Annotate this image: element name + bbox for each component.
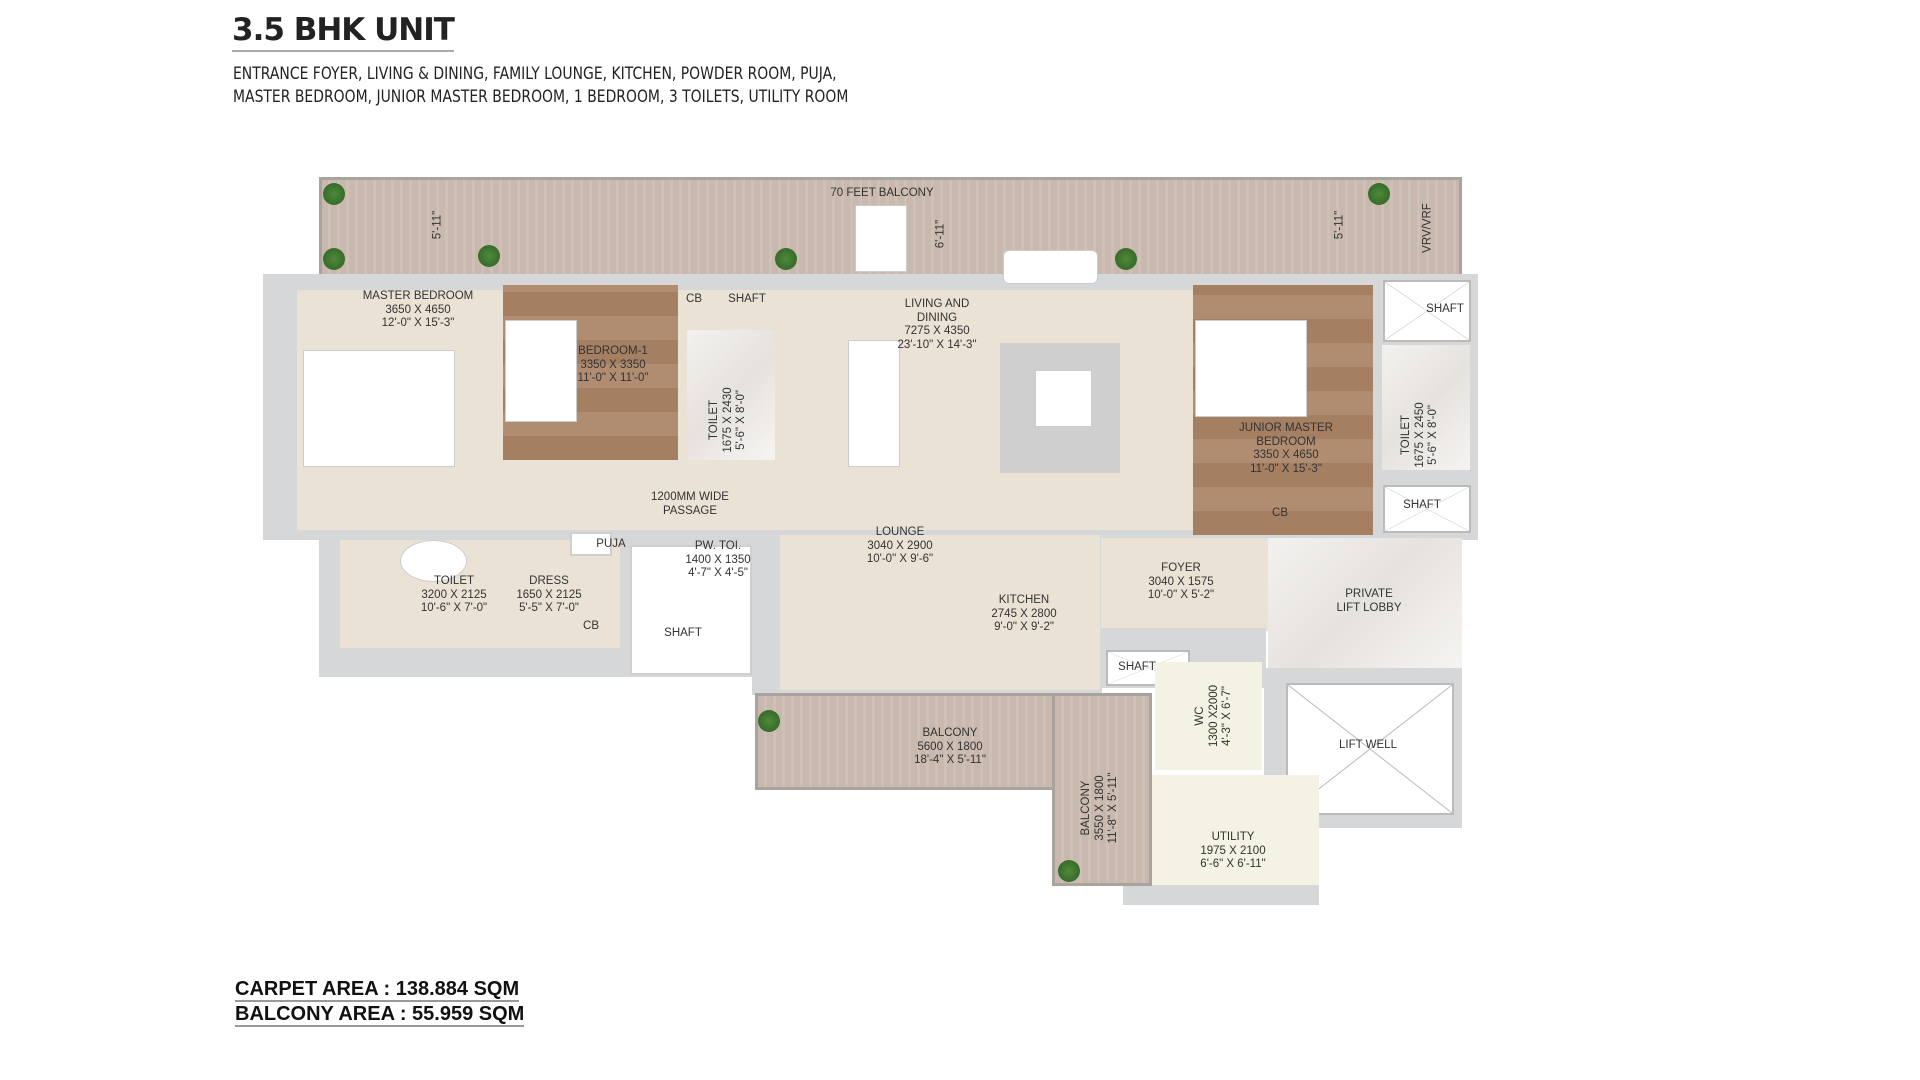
- label-shaft-2: SHAFT: [1426, 303, 1464, 315]
- puja-room: [570, 532, 612, 556]
- label-cb-1: CB: [686, 293, 702, 305]
- label-lift-well: LIFT WELL: [1339, 739, 1397, 751]
- plant-icon: [1368, 183, 1390, 205]
- lounge-floor: [780, 535, 1100, 690]
- plant-icon: [323, 248, 345, 270]
- plant-icon: [775, 248, 797, 270]
- vrv-label: VRV/VRF: [1421, 203, 1434, 253]
- balcony-vertical: [1052, 693, 1152, 886]
- balcony-lower: [755, 693, 1055, 790]
- plant-icon: [323, 183, 345, 205]
- bathtub: [400, 540, 467, 582]
- dim-mid: 6'-11": [934, 219, 947, 249]
- plant-icon: [478, 245, 500, 267]
- page-title: 3.5 BHK UNIT: [232, 12, 455, 52]
- balcony-area: BALCONY AREA : 55.959 SQM: [235, 1003, 525, 1027]
- utility-wall: [1123, 885, 1319, 905]
- dim-right: 5'-11": [1333, 210, 1346, 240]
- shaft-area: [630, 545, 752, 675]
- label-shaft-5: SHAFT: [1118, 661, 1156, 673]
- junior-bed: [1195, 320, 1307, 417]
- dining-table: [848, 340, 900, 467]
- balcony-sofa: [1003, 250, 1098, 284]
- plant-icon: [1058, 860, 1080, 882]
- master-toilet-floor: [340, 540, 620, 648]
- label-shaft-4: SHAFT: [664, 627, 702, 639]
- shaft-right-lower: [1383, 485, 1471, 533]
- foyer-floor: [1101, 538, 1268, 631]
- label-puja: PUJA: [596, 538, 626, 550]
- toilet-2-floor: [1382, 345, 1470, 470]
- subtitle-line-1: ENTRANCE FOYER, LIVING & DINING, FAMILY …: [233, 64, 837, 84]
- coffee-table: [1035, 370, 1092, 427]
- lift-lobby-floor: [1268, 538, 1462, 668]
- master-bed: [303, 350, 455, 467]
- balcony-bar: [855, 205, 907, 272]
- label-top-balcony: 70 FEET BALCONY: [830, 187, 934, 199]
- label-shaft-3: SHAFT: [1403, 499, 1441, 511]
- wc-floor: [1155, 662, 1262, 770]
- label-cb-3: CB: [583, 620, 599, 632]
- utility-floor: [1150, 775, 1319, 885]
- label-cb-2: CB: [1272, 507, 1288, 519]
- subtitle-line-2: MASTER BEDROOM, JUNIOR MASTER BEDROOM, 1…: [233, 87, 849, 107]
- shaft-right: [1383, 280, 1471, 342]
- plant-icon: [1115, 248, 1137, 270]
- bedroom1-bed: [505, 320, 577, 422]
- dim-left: 5'-11": [431, 210, 444, 240]
- plant-icon: [758, 710, 780, 732]
- toilet-1-floor: [687, 330, 775, 460]
- carpet-area: CARPET AREA : 138.884 SQM: [235, 978, 520, 1002]
- label-shaft-1: SHAFT: [728, 293, 766, 305]
